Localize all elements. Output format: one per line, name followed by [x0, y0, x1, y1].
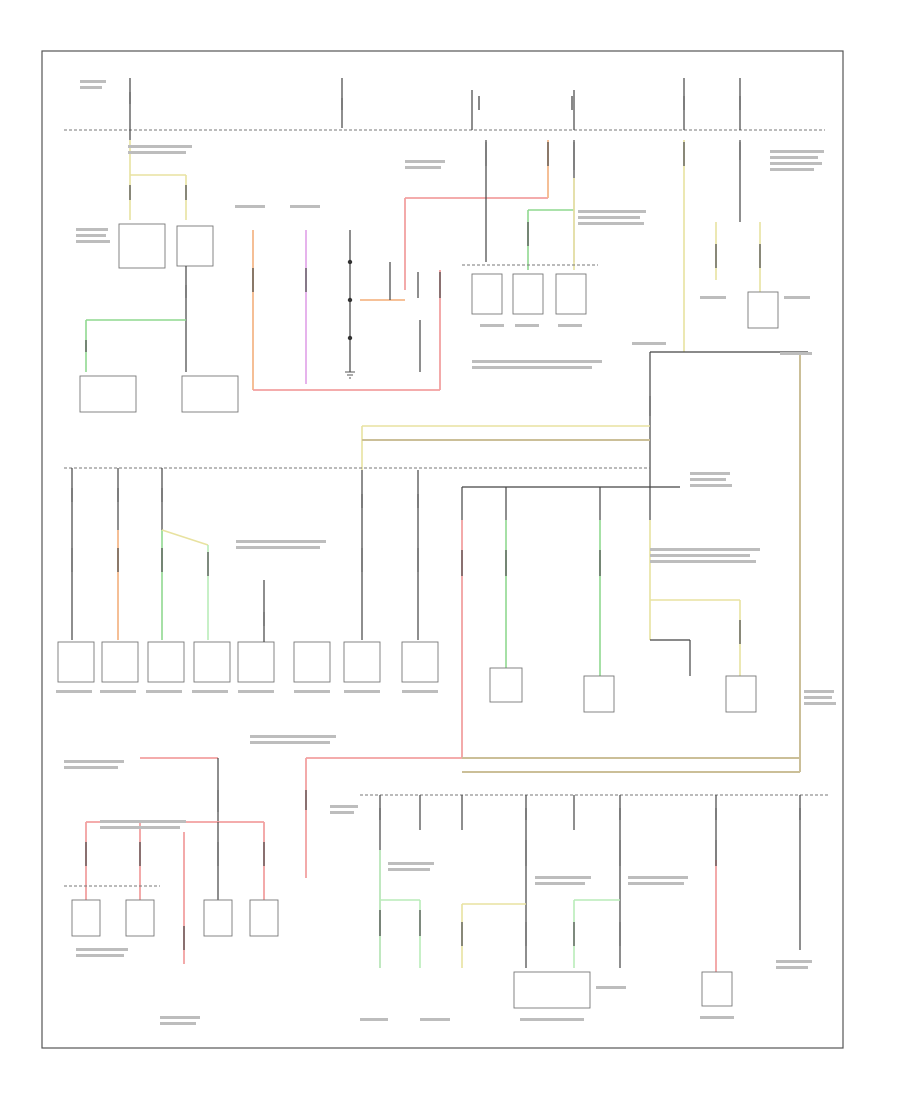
- bottom-feed: [305, 757, 828, 878]
- bottom-left-circuit: [64, 757, 279, 964]
- middle-components: [57, 580, 757, 713]
- top-fuses: [129, 78, 741, 140]
- top-right-circuit: [462, 140, 808, 353]
- top-left-circuit: [79, 140, 239, 413]
- fine-print-marks: [56, 80, 836, 1025]
- bottom-right-circuit: [379, 795, 801, 1009]
- top-center-circuit: [252, 140, 549, 391]
- middle-fuses: [71, 468, 741, 758]
- diagram-frame: [41, 50, 844, 1049]
